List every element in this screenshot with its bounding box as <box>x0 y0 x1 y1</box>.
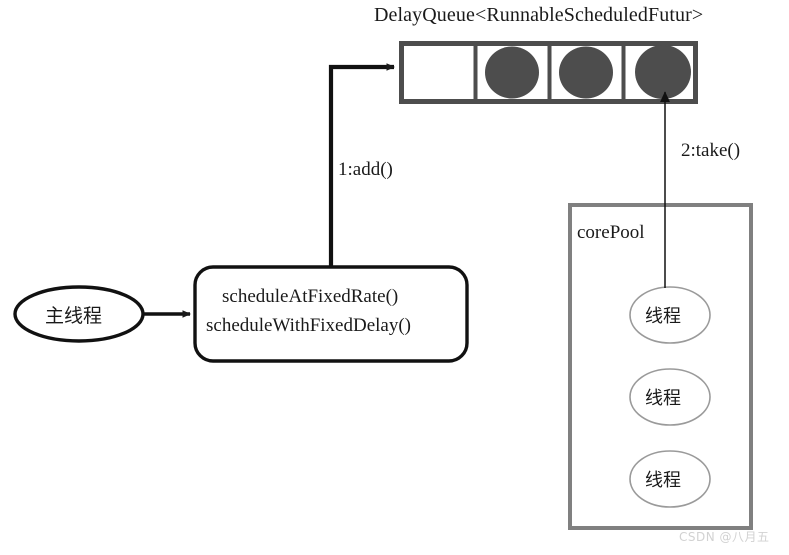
queue-task-circle-3 <box>635 45 691 99</box>
core-pool-border <box>568 203 753 530</box>
pool-thread-label-2: 线程 <box>645 388 681 409</box>
edge-label-add: 1:add() <box>338 159 393 180</box>
edge-label-take: 2:take() <box>681 140 741 161</box>
queue-title-label: DelayQueue<RunnableScheduledFutur> <box>374 4 704 26</box>
core-pool-label: corePool <box>577 222 645 243</box>
pool-thread-ellipse-2 <box>629 368 711 426</box>
core-pool-group <box>568 203 753 530</box>
pool-thread-ellipse-3 <box>629 450 711 508</box>
pool-thread-label-1: 线程 <box>645 306 681 327</box>
queue-task-circle-2 <box>559 46 613 99</box>
scheduler-method-1-label: scheduleAtFixedRate() <box>222 286 399 307</box>
pool-thread-ellipse-1 <box>629 286 711 344</box>
scheduler-method-2-label: scheduleWithFixedDelay() <box>206 315 412 336</box>
edge-scheduler-to-queue <box>328 63 396 267</box>
main-thread-ellipse <box>13 285 145 343</box>
csdn-watermark: CSDN @八月五 <box>679 530 770 544</box>
queue-task-circle-1 <box>485 46 539 99</box>
delay-queue-group <box>399 41 698 104</box>
pool-thread-label-3: 线程 <box>645 470 681 491</box>
scheduler-box <box>193 265 469 363</box>
main-thread-label: 主线程 <box>45 305 103 327</box>
